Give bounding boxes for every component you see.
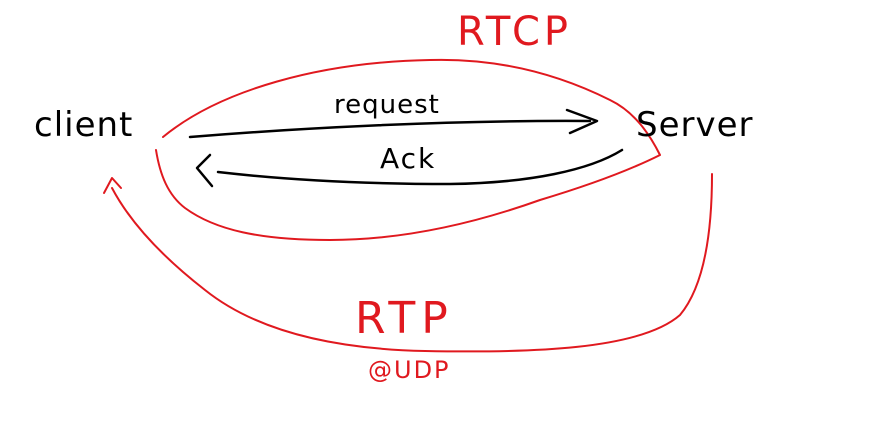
server-label: Server <box>636 105 754 145</box>
client-label: client <box>34 105 134 145</box>
rtp-arrow-line <box>111 173 713 353</box>
rtp-arrowhead <box>103 177 122 194</box>
request-label: request <box>334 90 440 120</box>
ack-arrowhead <box>195 153 214 188</box>
ack-label: Ack <box>380 142 437 175</box>
rtcp-loop <box>155 58 661 241</box>
ack-arrow-line <box>216 148 624 186</box>
rtcp-label: RTCP <box>457 9 573 55</box>
udp-label: @UDP <box>368 356 451 384</box>
request-arrow-line <box>188 119 592 139</box>
request-arrowhead <box>565 108 599 135</box>
rtp-label: RTP <box>355 293 454 344</box>
